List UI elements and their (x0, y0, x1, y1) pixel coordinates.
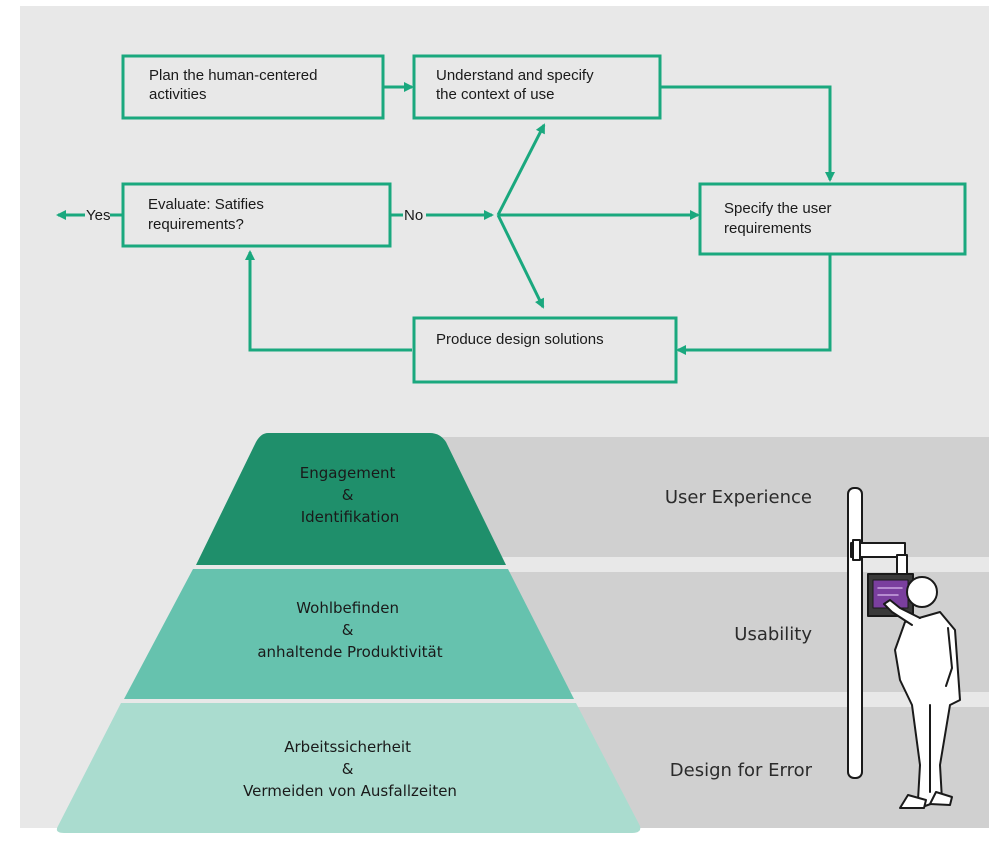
process-flow (56, 54, 967, 384)
arrow-produce-to-evaluate (245, 250, 412, 352)
pyramid-middle-text: Wohlbefinden & anhaltende Produktivität (257, 599, 442, 661)
arrow-hub-to-understand (496, 123, 546, 216)
box-produce (412, 316, 678, 384)
box-understand-text: Understand and specify the context of us… (436, 67, 598, 103)
band-label-user-experience: User Experience (665, 487, 812, 508)
person-at-terminal-icon (847, 487, 961, 809)
box-plan (121, 54, 385, 120)
box-evaluate (121, 182, 392, 248)
pyramid-bottom-text: Arbeitssicherheit & Vermeiden von Ausfal… (243, 738, 457, 800)
pyramid-top-text: Engagement & Identifikation (300, 464, 400, 526)
no-label: No (404, 207, 423, 224)
box-understand (412, 54, 662, 120)
arrow-hub-to-produce (496, 214, 545, 309)
band-top (440, 437, 989, 557)
pyramid-tier-top (196, 433, 506, 565)
box-produce-text: Produce design solutions (436, 331, 604, 348)
arrow-understand-to-specify (660, 85, 835, 182)
pyramid-tier-bottom (56, 703, 641, 833)
box-specify-text: Specify the user requirements (724, 200, 836, 237)
yes-label: Yes (86, 207, 110, 224)
band-label-usability: Usability (734, 624, 812, 645)
box-evaluate-text: Evaluate: Satifies requirements? (148, 196, 268, 233)
box-plan-text: Plan the human-centered activities (149, 67, 322, 103)
arrow-specify-to-produce (676, 255, 832, 355)
pyramid-tier-middle (124, 569, 574, 699)
box-specify (698, 182, 967, 256)
band-label-design-for-error: Design for Error (670, 760, 813, 781)
